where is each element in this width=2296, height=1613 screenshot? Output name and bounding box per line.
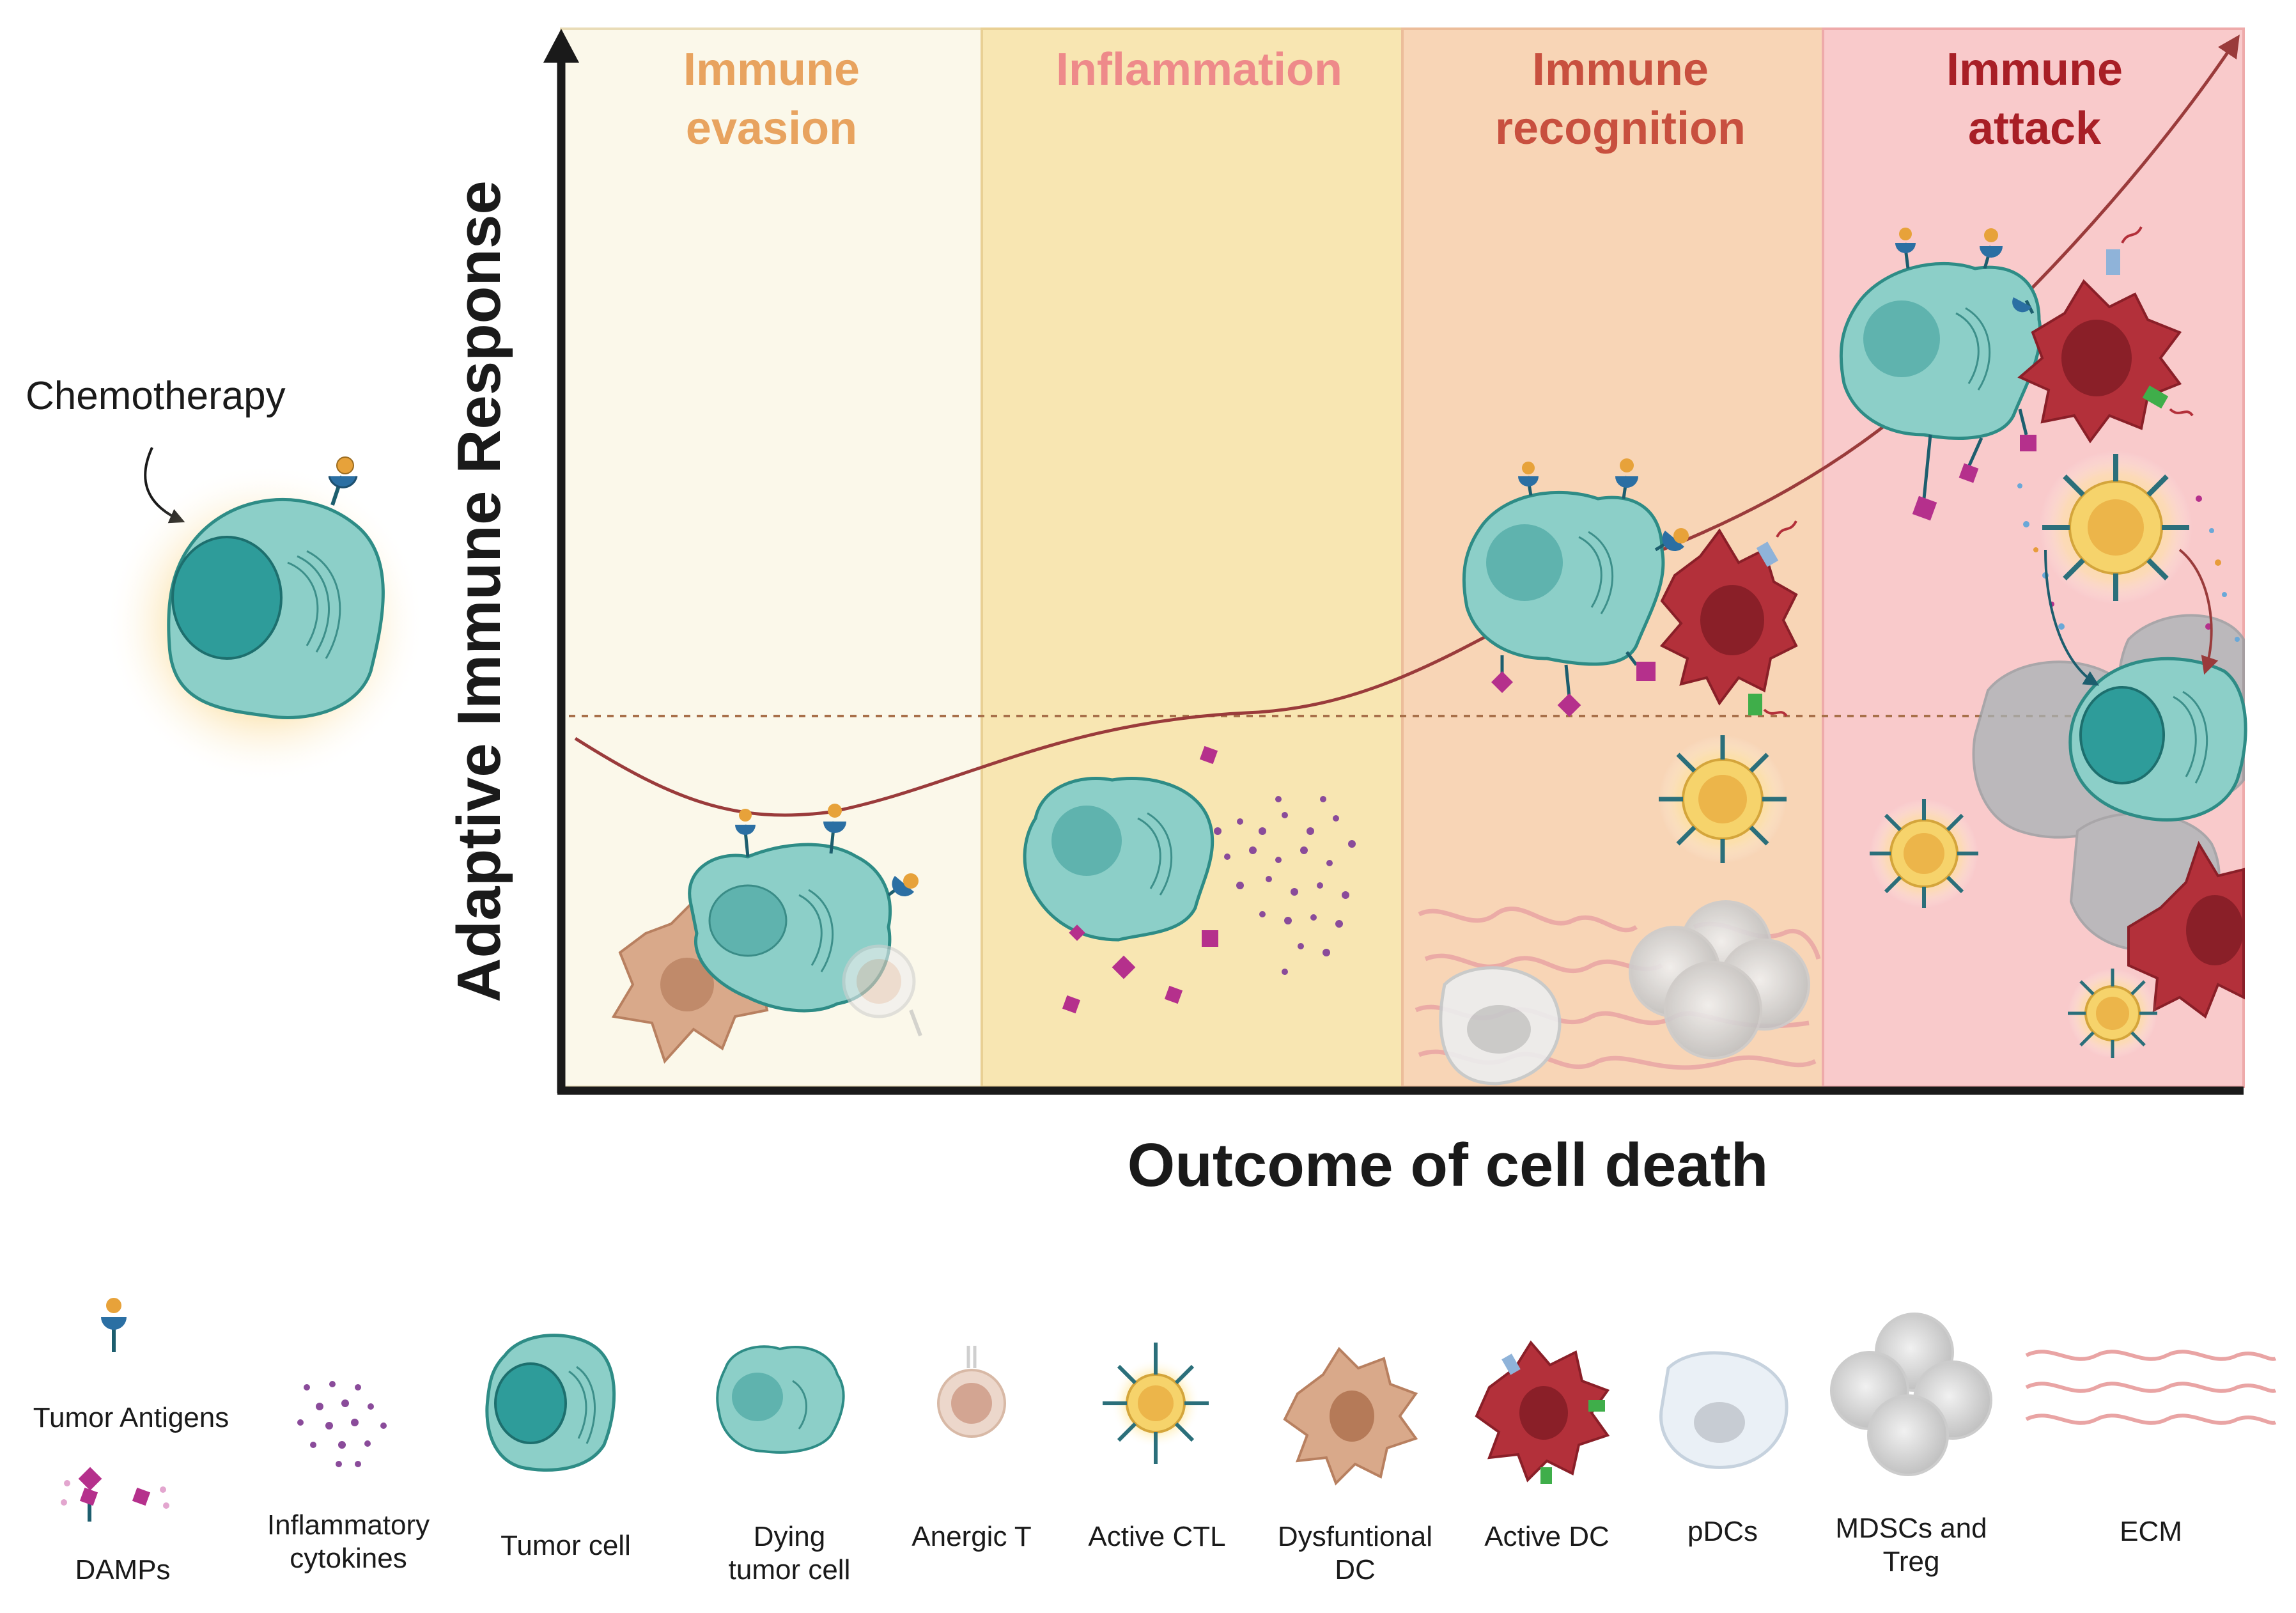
y-axis-title: Adaptive Immune Response [445,180,513,1002]
legend-label-anergic-t: Anergic T [911,1521,1032,1552]
dying-tumor-cell-recognition [1462,458,1689,717]
phase-title-immune-attack-line1: Immune [1946,44,2123,95]
legend-label-dysfunctional-line2: DC [1335,1554,1376,1586]
evasion-scene [611,804,922,1064]
tumor-cell-attack [2068,657,2247,822]
active-ctl-attack-center [2039,451,2192,604]
legend-label-damps: DAMPs [75,1554,170,1586]
legend-pdc-icon [1659,1351,1788,1469]
legend-ecm-icon [2025,1350,2277,1425]
active-dc-attack [2017,226,2194,444]
legend-label-dying-line1: Dying [754,1521,826,1552]
legend: Tumor Antigens DAMPs Inflammatory cytoki… [33,1298,2277,1586]
legend-label-cytokines-line1: Inflammatory [267,1509,430,1541]
legend-dying-tumor-cell-icon [716,1345,845,1454]
inflammation-scene [1023,745,1356,1014]
legend-label-active-dc: Active DC [1484,1521,1610,1552]
phase-title-immune-recognition-line1: Immune [1532,44,1709,95]
active-ctl-attack-left [1870,799,1978,908]
mdsc-cluster-recognition [1629,900,1810,1059]
legend-label-tumor-antigens: Tumor Antigens [33,1402,229,1433]
anergic-t-cell [842,944,922,1037]
recognition-scene [1415,458,1821,1086]
cytokine-cloud [1214,796,1356,975]
legend-label-dying-line2: tumor cell [729,1554,851,1586]
legend-label-dysfunctional-line1: Dysfuntional [1278,1521,1432,1552]
active-ctl-recognition [1659,735,1787,863]
phase-titles: Immune evasion Inflammation Immune recog… [683,44,2123,154]
active-ctl-attack-bottom [2068,969,2157,1058]
dying-tumor-cell-inflammation [1023,777,1214,942]
legend-active-dc-icon [1475,1340,1610,1484]
damps-recognition [1491,651,1656,717]
chemotherapy-label: Chemotherapy [26,374,286,418]
pdc-recognition [1439,966,1562,1086]
legend-cytokines-icon [297,1381,387,1467]
panel-inflammation [981,27,1404,1088]
axes: Adaptive Immune Response Outcome of cell… [445,29,2244,1199]
legend-label-mdsc-line1: MDSCs and [1835,1513,1987,1544]
damps-attack [1912,409,2036,521]
legend-label-mdsc-line2: Treg [1883,1546,1940,1577]
attack-scene [1839,226,2247,1058]
attack-arrow-left [2044,549,2100,686]
antigens-recognition [1518,458,1689,552]
active-dc-recognition [1659,520,1798,717]
phase-title-immune-recognition-line2: recognition [1495,103,1746,154]
active-dc-attack-lower [2127,841,2245,1019]
legend-mdsc-treg-icon [1830,1313,1992,1476]
phase-title-immune-evasion-line2: evasion [686,103,857,154]
y-axis-arrowhead [543,29,579,63]
chemotherapy-trigger: Chemotherapy [26,374,425,783]
legend-active-ctl-icon [1103,1343,1209,1464]
phase-title-immune-attack-line2: attack [1968,103,2102,154]
dying-tumor-cell-attack [1839,228,2042,521]
legend-tumor-antigen-icon [101,1298,127,1352]
legend-label-pdcs: pDCs [1687,1516,1758,1547]
release-dots-attack [2017,483,2240,642]
antigens-attack [1895,228,2035,315]
tumor-antigen-on-cell [328,456,358,506]
tumor-cell-nucleus [171,536,283,660]
tumor-cell-er [287,550,341,659]
phase-title-inflammation: Inflammation [1056,44,1342,95]
legend-damps-icon [61,1467,169,1522]
legend-dysfunctional-dc-icon [1283,1346,1418,1486]
legend-label-ecm: ECM [2120,1516,2182,1547]
antigens-evasion [735,804,919,897]
dying-tumor-cell-evasion [688,843,892,1013]
legend-tumor-cell-icon [485,1334,616,1472]
legend-label-cytokines-line2: cytokines [290,1543,407,1574]
legend-anergic-t-icon [937,1346,1006,1438]
legend-label-tumor-cell: Tumor cell [500,1530,631,1561]
attack-arrow-right [2178,549,2219,675]
phase-title-immune-evasion-line1: Immune [683,44,860,95]
legend-label-active-ctl: Active CTL [1088,1521,1225,1552]
x-axis-title: Outcome of cell death [1128,1131,1769,1199]
